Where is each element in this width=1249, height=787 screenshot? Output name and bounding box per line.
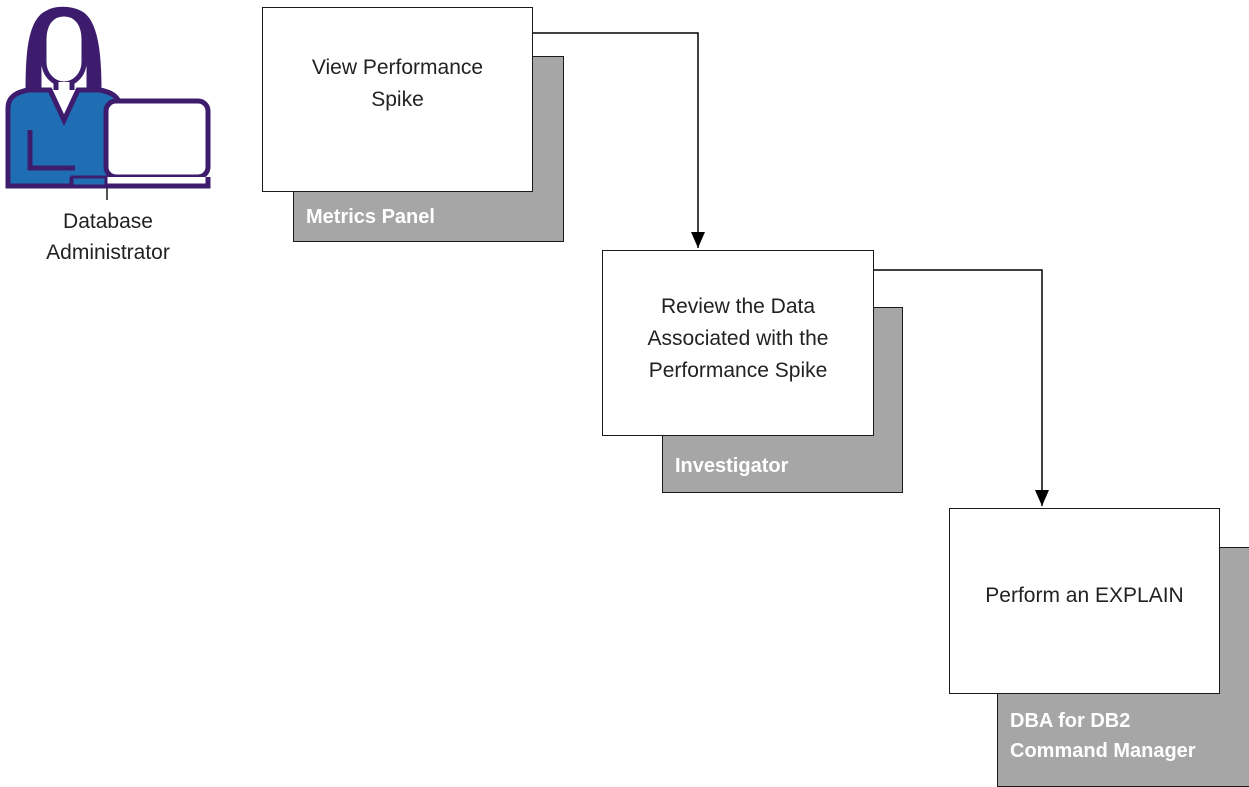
step-text-line3: Performance Spike <box>648 359 828 382</box>
tool-label-line2: Command Manager <box>1010 740 1196 762</box>
tool-label-dba-for-db2: DBA for DB2 Command Manager <box>1010 706 1196 766</box>
arrowhead-step2 <box>691 232 705 248</box>
tool-label-line1: Investigator <box>675 455 789 477</box>
step-text-line1: Perform an EXPLAIN <box>985 584 1184 607</box>
tool-label-line1: Metrics Panel <box>306 206 435 228</box>
step-box-view-performance-spike: View Performance Spike <box>262 7 533 192</box>
laptop-hinge <box>70 175 108 188</box>
arrowhead-step3 <box>1035 490 1049 506</box>
tool-label-line1: DBA for DB2 <box>1010 710 1131 732</box>
user-at-laptop-icon <box>5 6 211 200</box>
step-text-line2: Associated with the <box>647 327 829 350</box>
step-text: Perform an EXPLAIN <box>985 580 1183 612</box>
step-text: View Performance Spike <box>312 52 483 116</box>
step-box-perform-explain: Perform an EXPLAIN <box>949 508 1220 694</box>
laptop-screen <box>103 98 211 180</box>
step-text: Review the Data Associated with the Perf… <box>648 291 829 387</box>
actor-label-line1: Database <box>63 210 153 233</box>
step-text-line1: View Performance <box>311 55 484 79</box>
tool-label-investigator: Investigator <box>675 451 788 481</box>
step-box-review-data: Review the Data Associated with the Perf… <box>602 250 874 436</box>
actor-label: Database Administrator <box>20 206 196 268</box>
actor-label-line2: Administrator <box>46 241 170 264</box>
step-text-line1: Review the Data <box>660 295 816 318</box>
step-text-line2: Spike <box>371 87 424 111</box>
tool-label-metrics-panel: Metrics Panel <box>306 202 435 232</box>
actor-face <box>41 11 87 87</box>
actor-arm <box>27 130 75 171</box>
actor-collar <box>47 88 81 126</box>
